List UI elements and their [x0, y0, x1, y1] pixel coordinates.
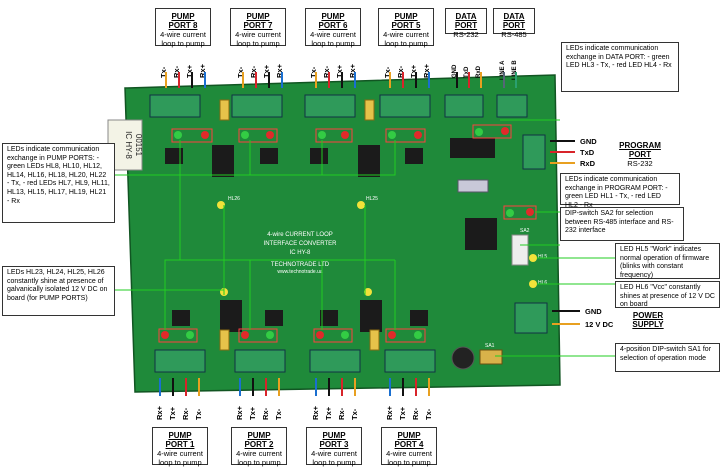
- sig-p5-4: Rx+: [422, 64, 431, 78]
- dip-switch-sa1: [479, 349, 503, 365]
- sig-p5-2: Rx-: [396, 65, 405, 78]
- sig-p2-4: Tx-: [274, 408, 283, 420]
- sig-p4-1: Rx+: [385, 406, 394, 420]
- sig-p7-2: Rx-: [249, 65, 258, 78]
- board-serial: 00151: [134, 134, 143, 157]
- sig-p4-4: Tx-: [424, 408, 433, 420]
- power-gnd-label: GND: [585, 307, 602, 316]
- sig-p1-4: Tx-: [194, 408, 203, 420]
- note-dip-sa2: DIP-switch SA2 for selection between RS-…: [560, 207, 684, 241]
- board-id-label: IC HY-8: [124, 131, 133, 159]
- sa1-label: SA1: [485, 343, 495, 349]
- sig-rs232-rxd: RxD: [476, 65, 482, 78]
- prog-txd-label: TxD: [580, 148, 595, 157]
- sig-p6-1: Tx-: [309, 66, 318, 78]
- sig-p2-3: Rx-: [261, 407, 270, 420]
- sig-p5-1: Tx-: [383, 66, 392, 78]
- note-hl5: LED HL5 "Work" indicates normal operatio…: [615, 243, 720, 279]
- note-pump-leds: LEDs indicate communication exchange in …: [2, 143, 115, 223]
- svg-text:www.technotrade.ua: www.technotrade.ua: [277, 269, 323, 275]
- prog-gnd-label: GND: [580, 137, 597, 146]
- note-isolated: LEDs HL23, HL24, HL25, HL26 constantly s…: [2, 266, 115, 316]
- sig-p5-3: Tx+: [409, 64, 418, 78]
- note-data-leds: LEDs indicate communication exchange in …: [561, 42, 679, 92]
- sig-p3-3: Rx-: [337, 407, 346, 420]
- hl26-label: HL26: [228, 196, 240, 202]
- sig-rs485-a: LINE A: [500, 60, 506, 80]
- dip-switch-sa2: [511, 234, 529, 266]
- sig-p1-3: Rx-: [181, 407, 190, 420]
- sig-p8-2: Rx-: [172, 65, 181, 78]
- power-supply-box: POWER SUPPLY: [617, 311, 679, 329]
- hl25-label: HL25: [366, 196, 378, 202]
- hl6-label: HL6: [538, 280, 547, 286]
- sig-p4-3: Rx-: [411, 407, 420, 420]
- note-hl6: LED HL6 "Vcc" constantly shines at prese…: [615, 281, 720, 308]
- svg-text:TECHNOTRADE LTD: TECHNOTRADE LTD: [271, 262, 330, 268]
- sig-rs232-txd: TxD: [464, 66, 470, 78]
- sig-p3-2: Tx+: [324, 406, 333, 420]
- sig-p7-4: Rx+: [275, 64, 284, 78]
- sig-p7-3: Tx+: [262, 64, 271, 78]
- sig-p8-1: Tx-: [159, 66, 168, 78]
- sig-p1-2: Tx+: [168, 406, 177, 420]
- program-header: [522, 134, 546, 170]
- svg-text:INTERFACE CONVERTER: INTERFACE CONVERTER: [264, 241, 338, 247]
- bottom-headers: [154, 349, 436, 373]
- sig-p3-4: Tx-: [350, 408, 359, 420]
- chips: [165, 138, 497, 332]
- electrolytic-cap: [451, 346, 475, 370]
- sig-p6-2: Rx-: [322, 65, 331, 78]
- silkscreen: 4-wire CURRENT LOOP INTERFACE CONVERTER …: [264, 232, 338, 275]
- capacitors: [219, 99, 380, 351]
- sig-p4-2: Tx+: [398, 406, 407, 420]
- sig-p2-1: Rx+: [235, 406, 244, 420]
- sig-p7-1: Tx-: [236, 66, 245, 78]
- sig-rs232-gnd: GND: [452, 64, 458, 78]
- power-header: [514, 302, 548, 334]
- note-dip-sa1: 4-position DIP-switch SA1 for selection …: [615, 343, 720, 372]
- hl5-label: HL5: [538, 254, 547, 260]
- sig-p2-2: Tx+: [248, 406, 257, 420]
- power-12v-label: 12 V DC: [585, 320, 614, 329]
- sig-p8-4: Rx+: [198, 64, 207, 78]
- crystal: [457, 179, 489, 193]
- sig-p8-3: Tx+: [185, 64, 194, 78]
- svg-text:4-wire CURRENT LOOP: 4-wire CURRENT LOOP: [267, 232, 333, 238]
- sig-p1-1: Rx+: [155, 406, 164, 420]
- top-headers: [149, 94, 528, 118]
- sig-rs485-b: LINE B: [512, 60, 518, 80]
- led-highlights: [158, 124, 537, 343]
- svg-text:IC HY-8: IC HY-8: [290, 250, 311, 256]
- prog-rxd-label: RxD: [580, 159, 596, 168]
- sig-p6-3: Tx+: [335, 64, 344, 78]
- sa2-label: SA2: [520, 228, 530, 234]
- sig-p3-1: Rx+: [311, 406, 320, 420]
- note-program-leds: LEDs indicate communication exchange in …: [560, 173, 680, 209]
- leds: [161, 127, 537, 339]
- sig-p6-4: Rx+: [348, 64, 357, 78]
- leader-lines: [115, 119, 615, 357]
